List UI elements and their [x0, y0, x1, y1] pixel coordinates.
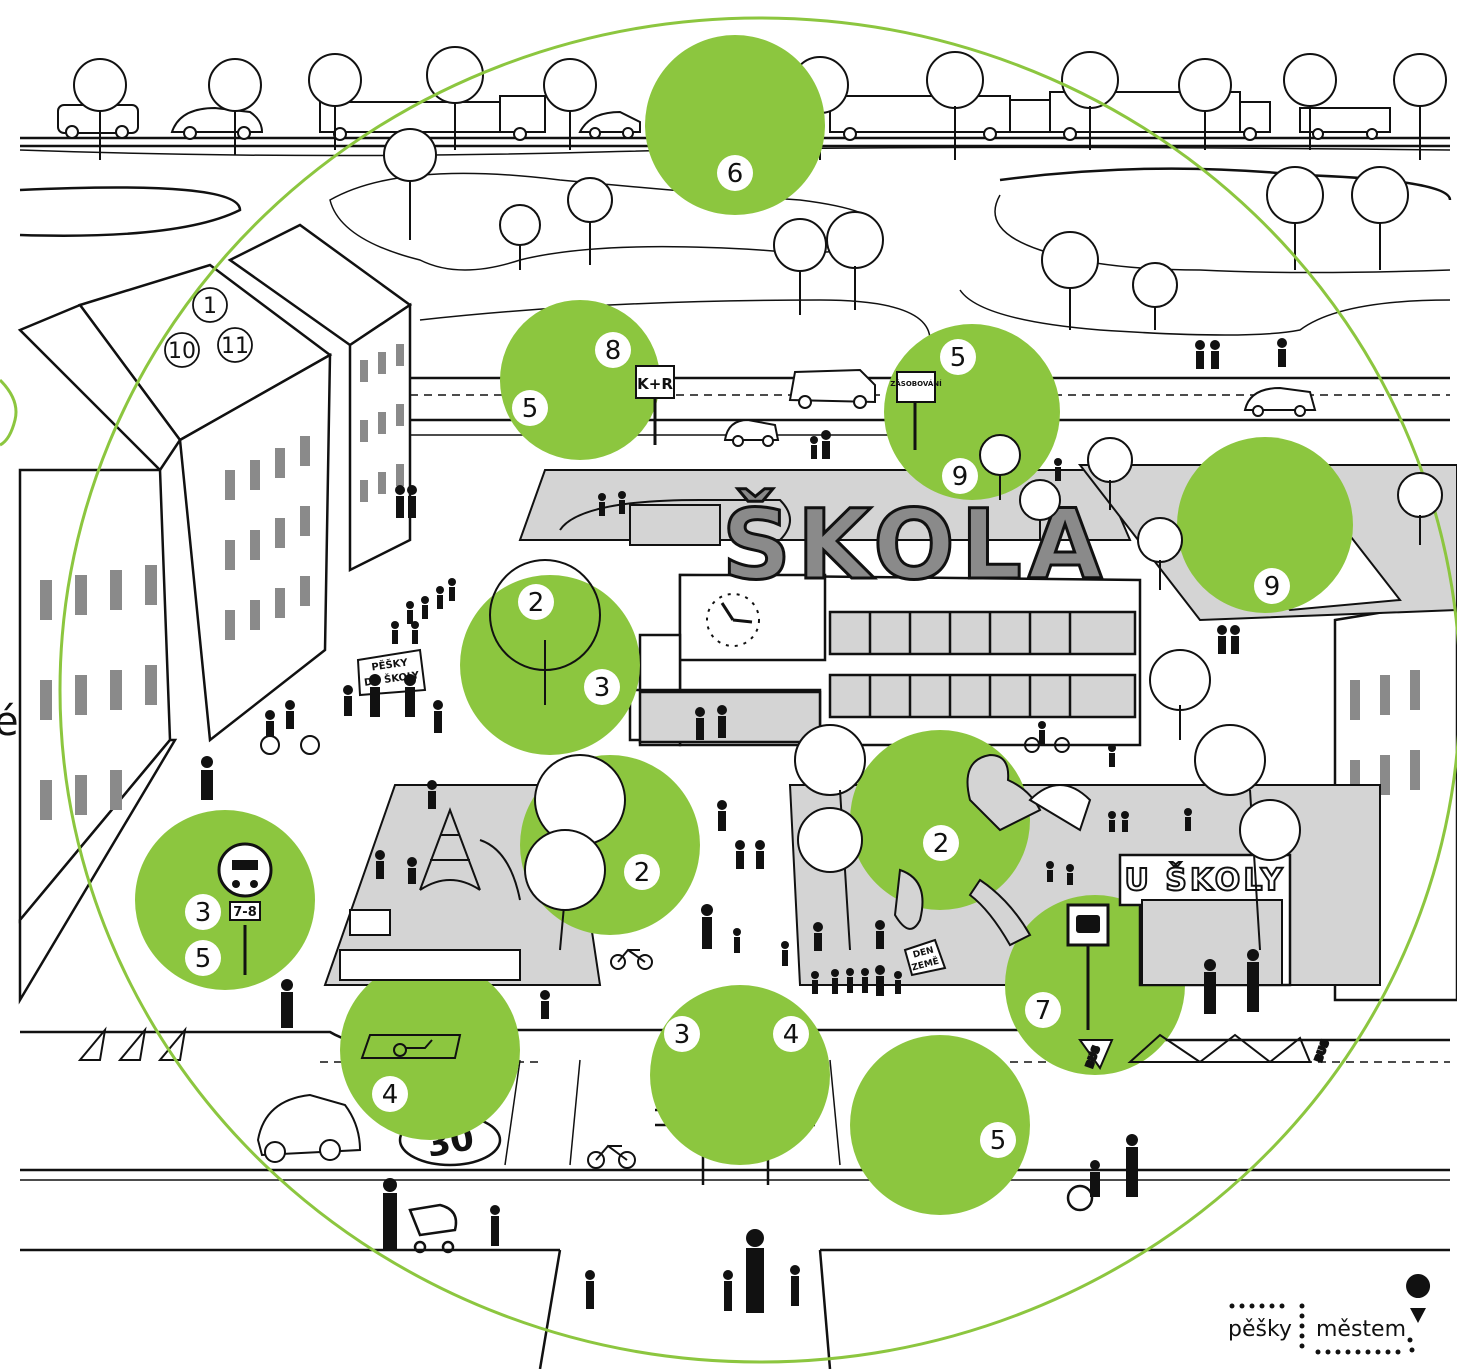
zone-label: 3 — [594, 673, 611, 703]
zone-label: 9 — [1264, 572, 1281, 602]
garden-sculpture — [893, 753, 1092, 947]
middle-road-vehicles — [723, 368, 1317, 447]
yield-markings — [77, 1026, 187, 1061]
stroller — [408, 1203, 458, 1254]
zone-label: 9 — [952, 462, 969, 492]
brand-logo: pěšky městem — [1228, 1274, 1431, 1355]
zone-label: 3 — [674, 1020, 691, 1050]
bus-stop-sign — [1066, 903, 1110, 1030]
wheelchair — [1066, 1184, 1094, 1212]
kiss-and-ride-sign: K+R — [635, 365, 675, 445]
zone-label: 2 — [528, 588, 545, 618]
left-edge-text: é — [0, 699, 19, 745]
left-buildings — [17, 223, 413, 1005]
zone-label: 8 — [605, 336, 622, 366]
restricted-access-sign: 7-8 — [217, 842, 273, 975]
building-label-11: 11 — [221, 334, 249, 359]
brand-word-1: pěšky — [1228, 1317, 1292, 1342]
playground-equipment — [339, 807, 521, 981]
zone-label: 4 — [382, 1080, 399, 1110]
zone-label: 2 — [933, 829, 950, 859]
building-windows — [40, 344, 404, 820]
bus-marking-right: BUS — [1314, 1038, 1332, 1063]
pedestrians — [201, 338, 1287, 1313]
zone-labels: 6 8 5 5 9 2 3 2 2 9 3 5 4 3 4 5 7 — [185, 155, 1290, 1158]
earth-day-sign: DEN ZEMĚ — [903, 938, 947, 977]
building-label-10: 10 — [168, 339, 196, 364]
kiss-and-ride-text: K+R — [637, 375, 673, 393]
delivery-sign-text: ZÁSOBOVÁNÍ — [890, 379, 942, 388]
accessible-parking-marking — [360, 1034, 462, 1059]
building-label-1: 1 — [203, 294, 217, 319]
far-trees — [73, 46, 1447, 160]
zone-label: 2 — [634, 858, 651, 888]
delivery-sign: ZÁSOBOVÁNÍ — [890, 371, 942, 450]
time-limit-text: 7-8 — [233, 905, 257, 920]
zone-label: 5 — [195, 944, 212, 974]
shop-title: U ŠKOLY — [1125, 861, 1286, 898]
bicycle-icons — [260, 735, 1070, 1169]
location-pin-icon — [1406, 1274, 1431, 1323]
zone-label: 7 — [1035, 996, 1052, 1026]
yard-trees — [489, 434, 1443, 951]
school-clock — [706, 593, 760, 647]
building-labels: 1 10 11 — [164, 287, 253, 368]
district-outline — [58, 16, 1457, 1364]
parked-car — [256, 1093, 362, 1163]
zone-label: 6 — [727, 159, 744, 189]
edge-outline-fragment — [0, 378, 18, 447]
zone-label: 3 — [195, 898, 212, 928]
zone-label: 4 — [783, 1020, 800, 1050]
park-trees — [383, 128, 1409, 330]
zone-label: 5 — [950, 343, 967, 373]
zone-label: 5 — [990, 1126, 1007, 1156]
brand-word-2: městem — [1316, 1317, 1406, 1342]
zone-label: 5 — [522, 394, 539, 424]
